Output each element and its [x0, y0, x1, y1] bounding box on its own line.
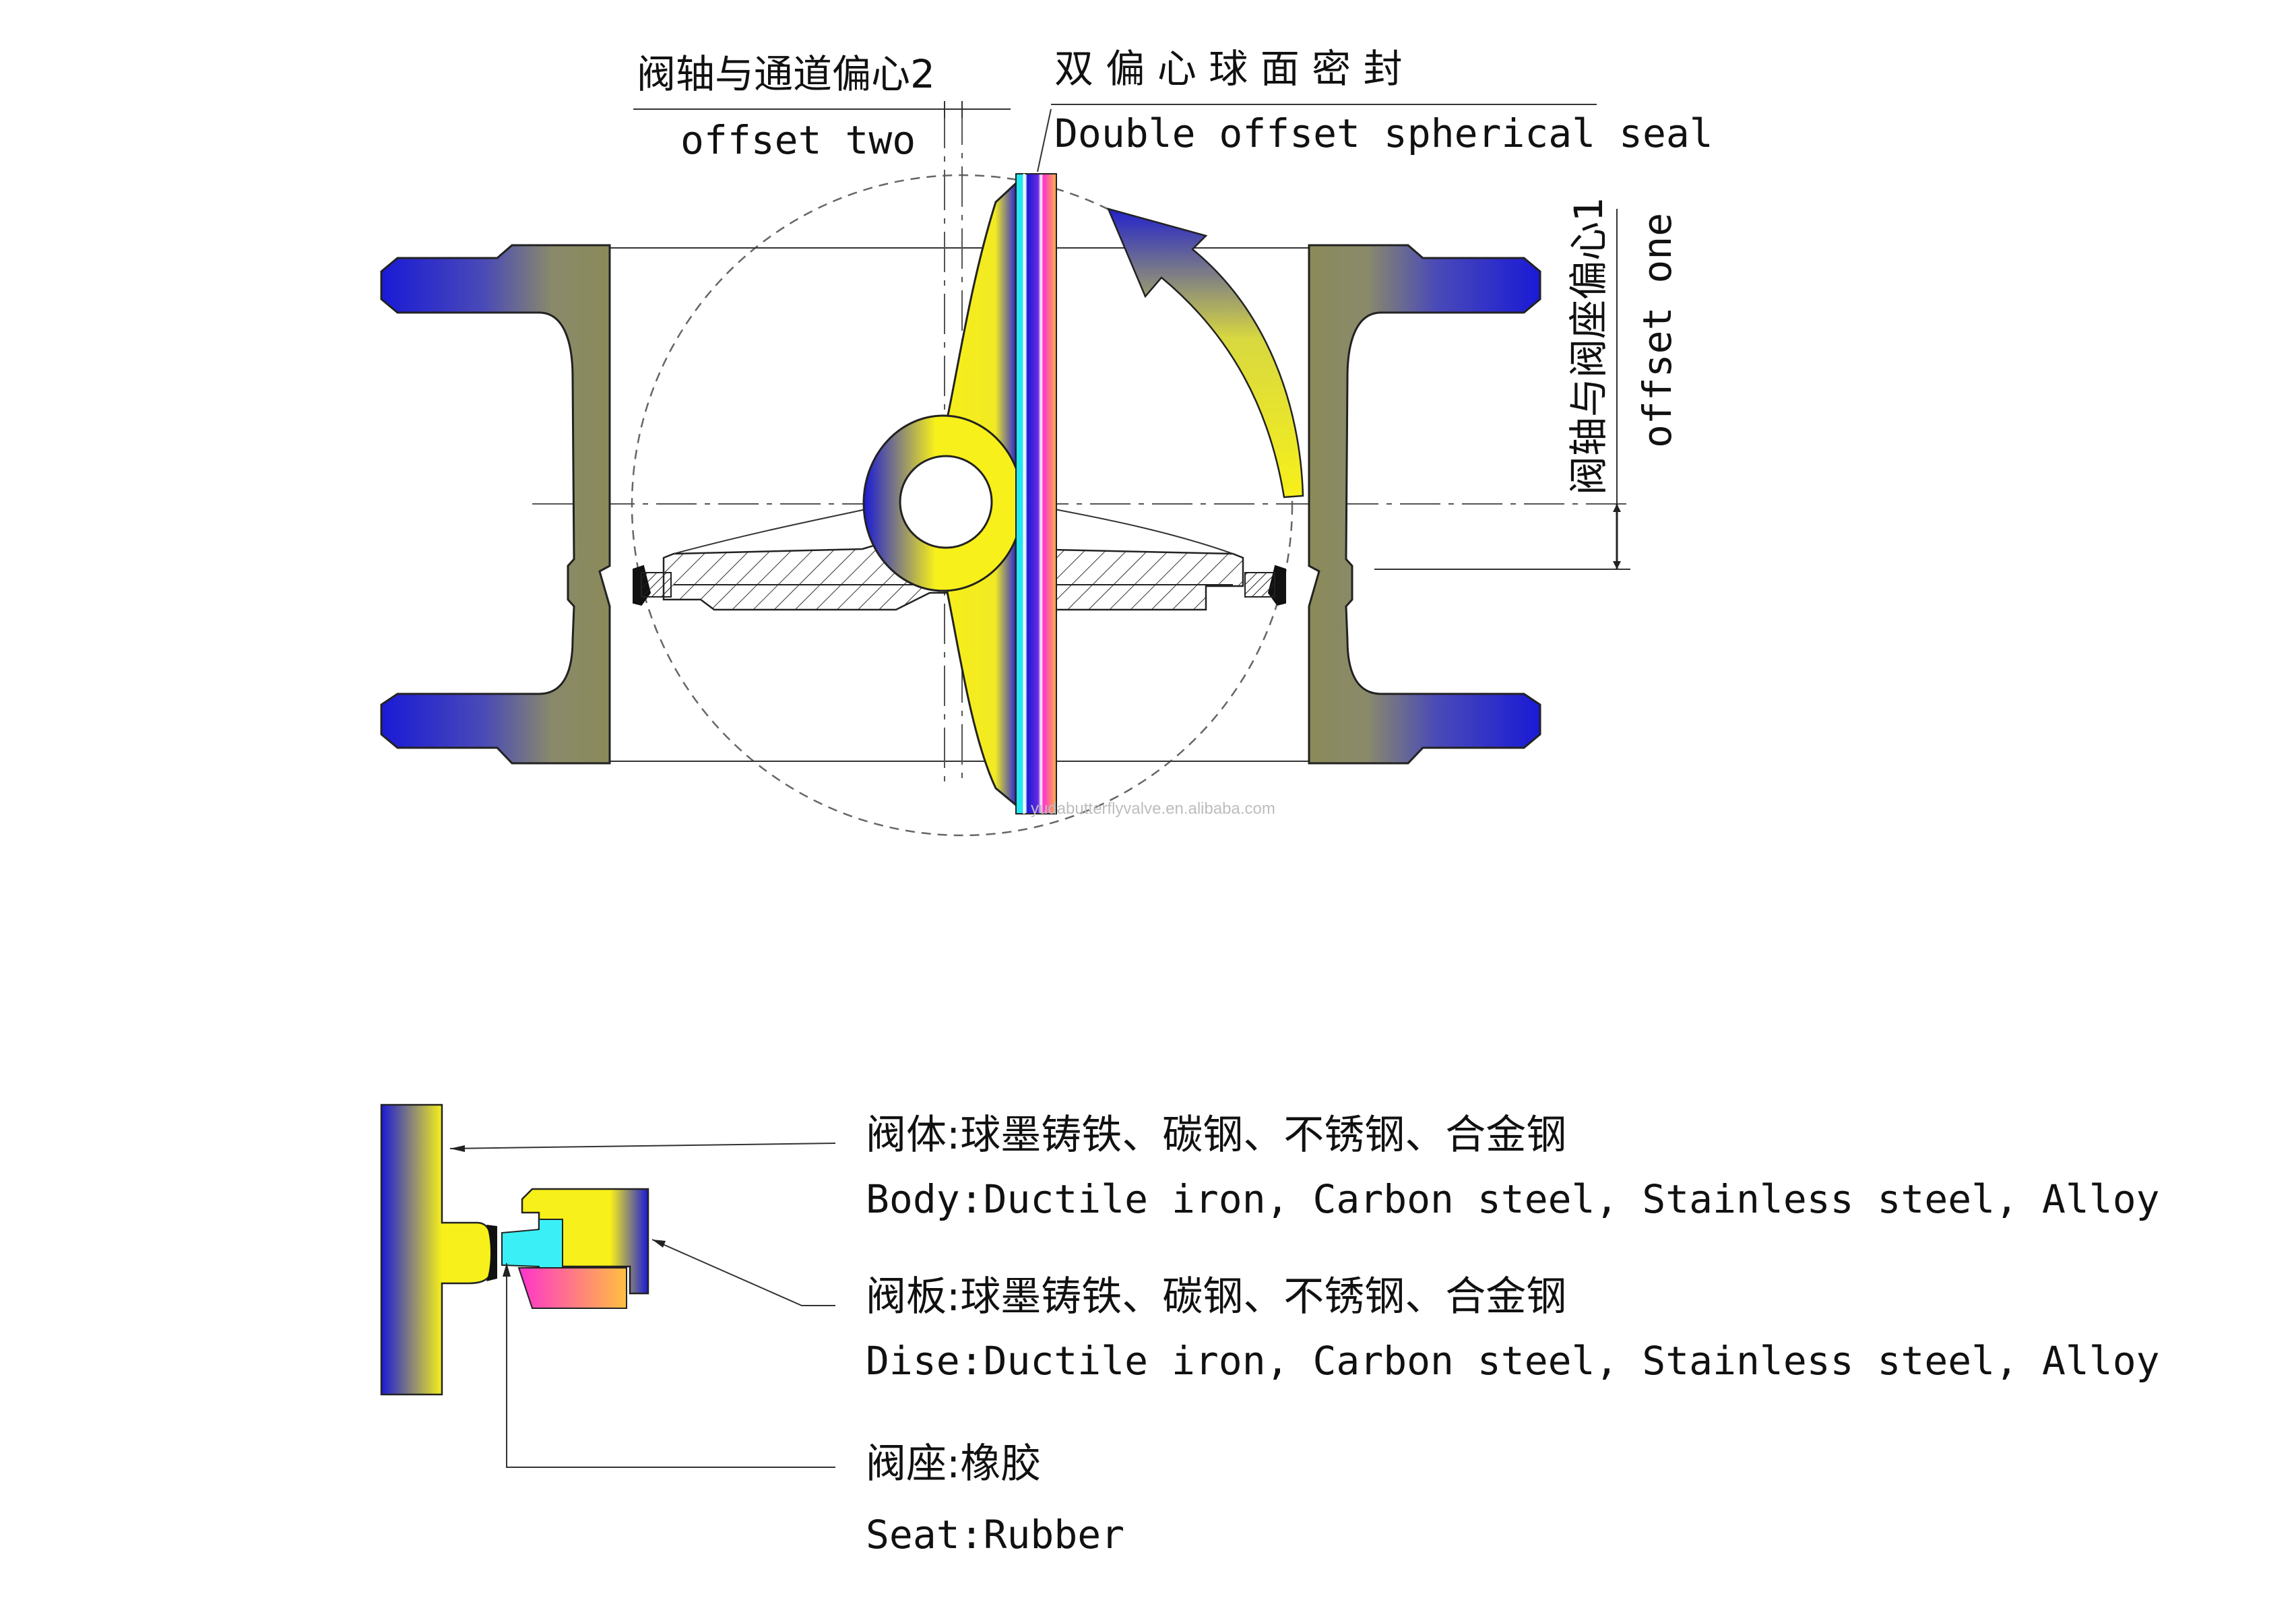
legend-body-en: Body:Ductile iron, Carbon steel, Stainle…	[866, 1176, 2160, 1222]
legend-body-cn: 阀体:球墨铸铁、碳钢、不锈钢、合金钢	[866, 1112, 1566, 1159]
legend-seal-ring	[501, 1219, 563, 1271]
offset-one-cn-label: 阀轴与阀座偏心1	[1566, 197, 1612, 495]
leader-disc	[651, 1239, 835, 1306]
valve-body-left	[380, 244, 611, 765]
watermark: yudabutterflyvalve.en.alibaba.com	[1031, 800, 1275, 818]
shaft-bore	[899, 455, 993, 549]
rotation-arrow	[1106, 207, 1304, 499]
valve-body-right	[1308, 244, 1541, 765]
offset-one-callout: 阀轴与阀座偏心1 offset one	[1374, 197, 1680, 570]
seal-en-label: Double offset spherical seal	[1054, 110, 1713, 156]
retainer-right	[1244, 572, 1275, 598]
offset-two-en-label: offset two	[680, 117, 916, 163]
legend-disc-en: Dise:Ductile iron, Carbon steel, Stainle…	[866, 1338, 2160, 1384]
offset-one-en-label: offset one	[1634, 213, 1680, 448]
leader-seat	[506, 1263, 835, 1468]
seal-callout: 双 偏 心 球 面 密 封 Double offset spherical se…	[1037, 46, 1713, 172]
spherical-seal-strip	[1015, 173, 1057, 814]
offset-two-callout: 阀轴与通道偏心2 offset two	[633, 51, 1011, 163]
leader-body	[449, 1143, 836, 1149]
legend-seat-cn: 阀座:橡胶	[866, 1440, 1041, 1487]
legend-seat-en: Seat:Rubber	[866, 1512, 1124, 1558]
legend-seat-section	[486, 1225, 497, 1281]
legend-retainer-ring	[517, 1267, 627, 1309]
valve-section	[380, 104, 1630, 837]
seal-cn-label: 双 偏 心 球 面 密 封	[1054, 46, 1403, 92]
legend-disc-cn: 阀板:球墨铸铁、碳钢、不锈钢、合金钢	[866, 1273, 1566, 1320]
legend-detail: 阀体:球墨铸铁、碳钢、不锈钢、合金钢 Body:Ductile iron, Ca…	[380, 1103, 2160, 1558]
offset-two-cn-label: 阀轴与通道偏心2	[637, 51, 935, 97]
closed-disc-outline-curve	[673, 508, 1234, 554]
